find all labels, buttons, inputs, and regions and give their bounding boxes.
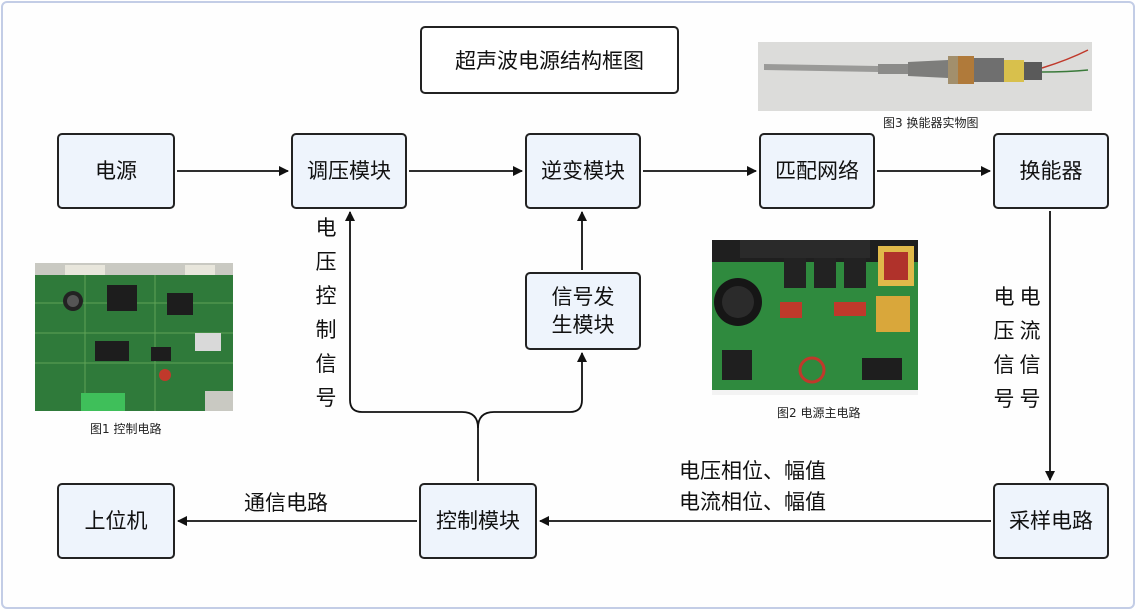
block-signal-generator: 信号发生模块 xyxy=(525,272,641,350)
caption-fig3: 图3 换能器实物图 xyxy=(883,116,979,130)
block-transducer: 换能器 xyxy=(993,133,1109,209)
label-voltage-control-signal: 电压控制信号 xyxy=(315,216,337,410)
block-signal-generator-label: 信号发生模块 xyxy=(551,284,615,337)
photo-control-board xyxy=(35,263,233,411)
caption-fig2: 图2 电源主电路 xyxy=(777,406,861,420)
block-control-module: 控制模块 xyxy=(419,483,537,559)
photo-transducer xyxy=(758,42,1092,111)
label-communication-circuit: 通信电路 xyxy=(244,491,328,515)
label-voltage-signal: 电压信号 xyxy=(993,285,1015,411)
block-sampling-circuit: 采样电路 xyxy=(993,483,1109,559)
block-matching-network: 匹配网络 xyxy=(759,133,875,209)
block-inverter: 逆变模块 xyxy=(525,133,641,209)
photo-power-board xyxy=(712,240,918,395)
label-voltage-phase-amplitude: 电压相位、幅值 xyxy=(679,459,826,483)
diagram-title: 超声波电源结构框图 xyxy=(420,26,679,94)
block-host-computer: 上位机 xyxy=(57,483,175,559)
block-power-supply: 电源 xyxy=(57,133,175,209)
label-current-signal: 电流信号 xyxy=(1019,285,1041,411)
block-voltage-regulation: 调压模块 xyxy=(291,133,407,209)
arrow-control-branches xyxy=(345,211,479,481)
label-current-phase-amplitude: 电流相位、幅值 xyxy=(679,490,826,514)
caption-fig1: 图1 控制电路 xyxy=(90,422,162,436)
arrow-control-to-signal xyxy=(477,352,587,429)
